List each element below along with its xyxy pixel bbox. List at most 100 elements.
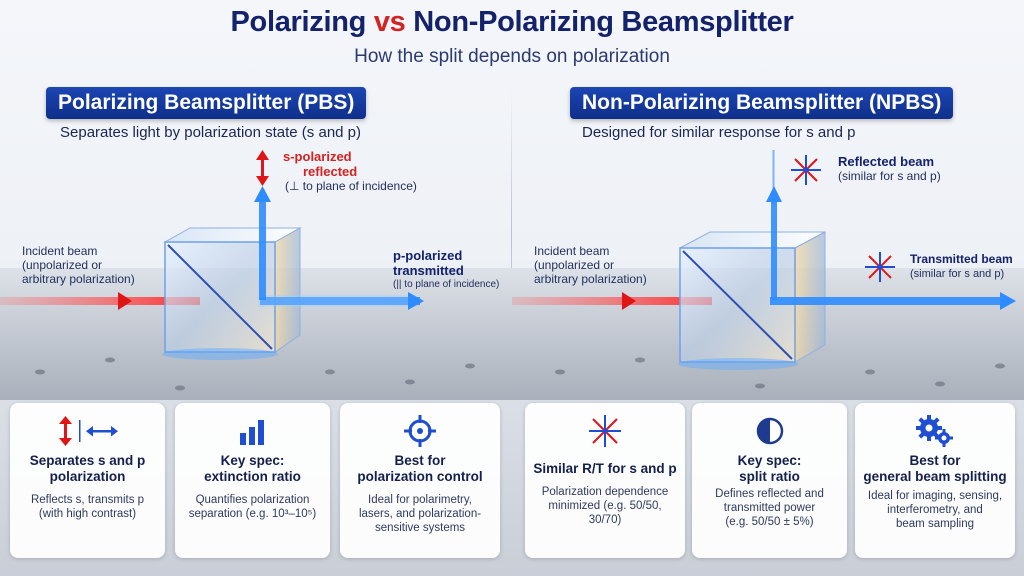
npbs-transmitted-label-1: Transmitted beam [910,252,1013,266]
card-title-2: general beam splitting [863,469,1007,484]
npbs-transmitted-label-2: (similar for s and p) [910,268,1005,280]
card-desc: Defines reflected and transmitted power (e… [700,487,839,529]
card-desc-2: interferometry, and [887,504,983,516]
npbs-transmitted-beam [770,297,1000,305]
gears-icon [855,415,1015,447]
npbs-subheading: Designed for similar response for s and … [582,124,856,141]
npbs-incident-label-3: arbitrary polarization) [534,272,647,286]
npbs-reflected-arrow-icon [766,186,782,202]
npbs-incident-arrow-icon [622,292,636,310]
card-title-1: Key spec: [220,453,285,468]
pbs-transmitted-label-2: transmitted [393,263,464,278]
card-title-1: Key spec: [737,453,802,468]
card-title: Key spec:split ratio [698,453,841,485]
card-desc-1: Reflects s, transmits p [30,494,145,506]
card-desc: Quantifies polarization separation (e.g. … [183,493,322,521]
card-desc-1: Quantifies polarization [195,494,310,506]
pbs-transmitted-label: p-polarized transmitted (|| to plane of … [393,248,499,292]
npbs-transmitted-label: Transmitted beam (similar for s and p) [910,252,1013,281]
npbs-incident-label: Incident beam (unpolarized or arbitrary … [534,244,647,286]
star-arrows-icon [525,415,685,447]
pbs-incident-label-2: (unpolarized or [22,258,103,272]
optical-table [0,268,1024,400]
card-title-2: polarization [49,469,126,484]
pbs-cube-diagonal [167,244,273,350]
pbs-reflected-beam [259,200,266,300]
pbs-subheading: Separates light by polarization state (s… [60,124,362,141]
pbs-incident-beam [0,297,200,305]
card-title-1: Similar R/T for s and p [533,461,677,476]
title-part-vs: vs [373,6,406,38]
table-holes [35,357,1005,391]
card-title-2: extinction ratio [204,469,301,484]
half-circle-icon [692,415,847,447]
crosshair-icon [340,415,500,447]
card-title-1: Best for [909,453,961,468]
pbs-transmitted-label-1: p-polarized [393,248,463,263]
card-desc-3: 30/70) [588,514,622,526]
page-subtitle: How the split depends on polarization [354,46,670,67]
card-desc-1: Polarization dependence [541,486,669,498]
npbs-cube-diagonal [682,250,793,360]
npbs-reflected-polarization-icon [791,155,821,185]
card-desc-3: beam sampling [896,518,974,530]
updown-leftright-arrows-icon [10,415,165,447]
npbs-reflected-label: Reflected beam (similar for s and p) [838,154,941,183]
s-polarization-arrow-icon [256,150,269,186]
card-title-2: polarization control [357,469,483,484]
npbs-incident-label-1: Incident beam [534,244,610,258]
card-title-1: Best for [394,453,446,468]
card-desc-3: (e.g. 50/50 ± 5%) [725,516,814,528]
card-desc: Ideal for polarimetry, lasers, and polari… [348,493,492,535]
card-title: Key spec:extinction ratio [181,453,324,485]
card-desc-1: Ideal for polarimetry, [368,494,472,506]
card-desc-2: (with high contrast) [38,508,137,520]
pbs-incident-label-3: arbitrary polarization) [22,272,135,286]
bar-chart-icon [175,415,330,447]
card-desc: Polarization dependence minimized (e.g. 5… [533,485,677,527]
title-part-non-polarizing: Non-Polarizing Beamsplitter [413,6,794,38]
npbs-reflected-beam [771,200,777,300]
pbs-transmitted-label-3: (|| to plane of incidence) [393,279,500,290]
card-title: Similar R/T for s and p [531,461,679,477]
pbs-transmitted-beam [260,297,420,305]
card-split-ratio: Key spec:split ratio Defines reflected a… [692,403,847,558]
pbs-reflected-label: s-polarized reflected (⊥ to plane of inc… [283,149,417,193]
title-part-polarizing: Polarizing [230,6,367,38]
center-divider [511,88,512,388]
pbs-cube-side [274,227,301,353]
pbs-incident-label-1: Incident beam [22,244,98,258]
card-similar-rt: Similar R/T for s and p Polarization dep… [525,403,685,558]
pbs-incident-label: Incident beam (unpolarized or arbitrary … [22,244,135,286]
card-desc: Ideal for imaging, sensing,interferometr… [863,489,1007,531]
npbs-transmitted-polarization-icon [865,252,895,282]
card-desc-2: lasers, and polarization- [358,508,482,520]
npbs-transmitted-arrow-icon [1000,292,1016,310]
card-desc-2: separation (e.g. 10³–10⁵) [188,508,317,520]
card-extinction-ratio: Key spec:extinction ratio Quantifies pol… [175,403,330,558]
card-desc-3: sensitive systems [374,522,466,534]
pbs-heading: Polarizing Beamsplitter (PBS) [46,87,367,119]
npbs-incident-label-2: (unpolarized or [534,258,615,272]
page-title: Polarizing vs Non-Polarizing Beamsplitte… [0,6,1024,39]
card-desc: Reflects s, transmits p (with high contra… [18,493,157,521]
pbs-reflected-arrow-icon [254,186,271,202]
npbs-incident-beam [512,297,712,305]
npbs-reflected-label-2: (similar for s and p) [838,169,941,183]
card-desc-2: minimized (e.g. 50/50, [548,500,662,512]
card-desc-2: transmitted power [723,502,816,514]
pbs-incident-arrow-icon [118,292,132,310]
npbs-reflected-label-1: Reflected beam [838,154,935,169]
card-title-1: Separates s and p [29,453,146,468]
pbs-transmitted-arrow-icon [408,292,424,310]
pbs-reflected-label-1: s-polarized [283,149,352,164]
card-title-2: split ratio [739,469,800,484]
pbs-reflected-label-2: reflected [303,164,358,179]
card-desc-1: Defines reflected and [715,488,824,500]
pbs-reflected-label-3: (⊥ to plane of incidence) [285,179,417,193]
